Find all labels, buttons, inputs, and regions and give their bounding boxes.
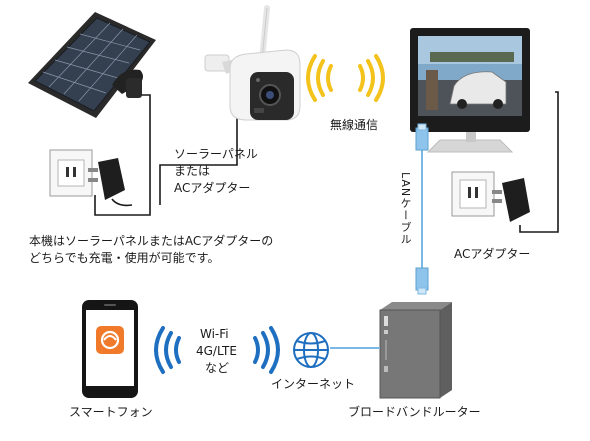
security-camera-image: [204, 5, 301, 121]
ac-adapter-right-image: [492, 178, 530, 222]
solar-panel-image: [28, 12, 156, 118]
cable-monitor-adapter: [519, 91, 559, 233]
wireless-label: 無線通信: [330, 118, 379, 132]
wifi-label-line-2: 4G/LTE: [196, 344, 237, 358]
internet-label: インターネット: [271, 377, 356, 391]
ac-adapter-label: ACアダプター: [454, 247, 531, 261]
cable-adapter-camera: [159, 110, 238, 205]
globe-icon: [293, 332, 329, 368]
wifi-label-line-3: など: [205, 361, 230, 375]
note-line-2: どちらでも充電・使用が可能です。: [29, 251, 220, 265]
wifi-label-line-1: Wi-Fi: [200, 327, 229, 341]
router-label: ブロードバンドルーター: [348, 405, 481, 419]
wireless-waves-yellow: [306, 54, 385, 102]
power-option-line-2: または: [174, 164, 211, 178]
note-line-1: 本機はソーラーパネルまたはACアダプターの: [29, 234, 274, 248]
smartphone-image: [82, 300, 138, 398]
monitor-image: [410, 28, 530, 153]
smartphone-label: スマートフォン: [69, 405, 153, 419]
cable-solar-camera: [94, 94, 151, 216]
broadband-router-image: [379, 302, 452, 399]
wireless-waves-blue: [154, 326, 280, 374]
power-option-line-1: ソーラーパネル: [174, 147, 258, 161]
wall-outlet-right: [451, 171, 495, 217]
lan-cable-label: LANケーブル: [399, 172, 412, 246]
ac-adapter-left-image: [88, 158, 133, 207]
lan-cable-image: [415, 123, 429, 295]
wall-outlet-left: [49, 149, 93, 197]
power-option-line-3: ACアダプター: [174, 181, 251, 195]
